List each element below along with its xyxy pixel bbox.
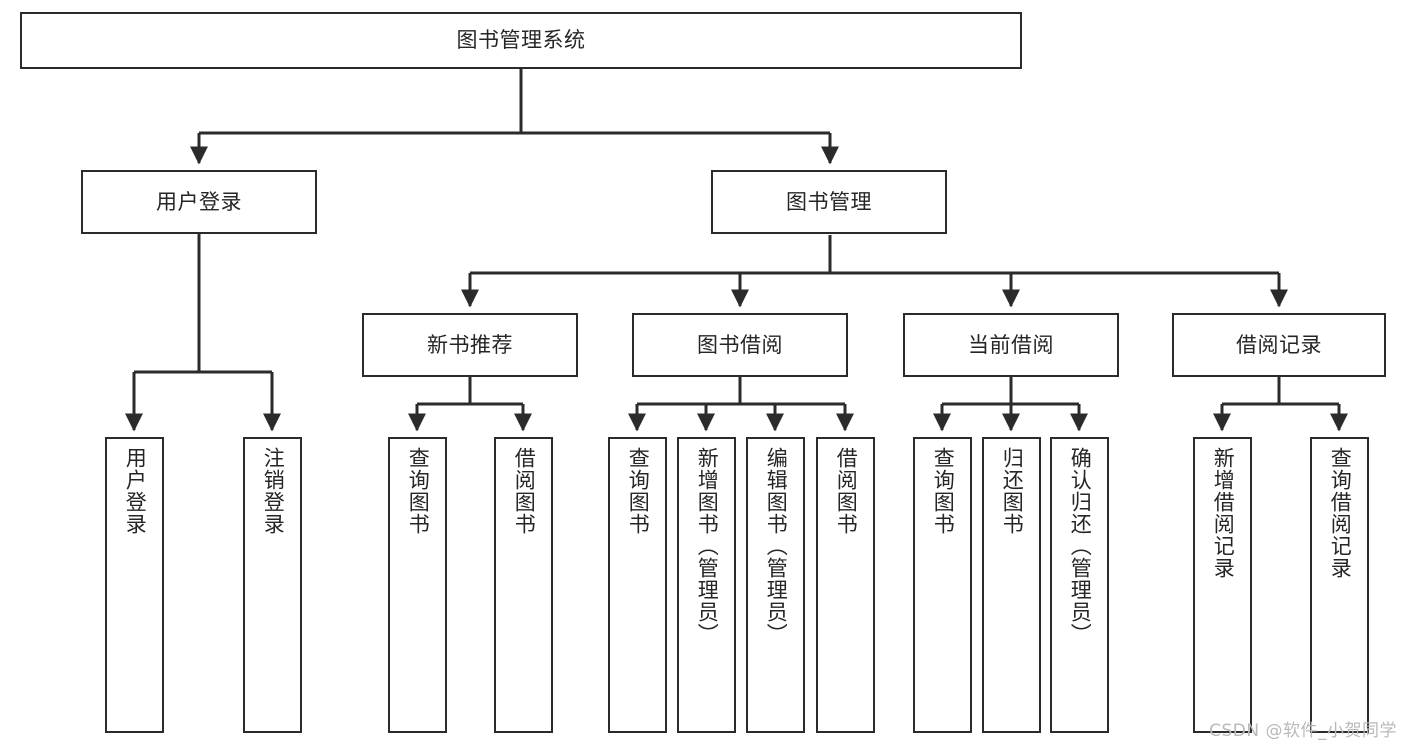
node-leaf-confirm-return-admin-label: 确认归还（管理员） — [1068, 447, 1093, 645]
node-leaf-edit-book-admin[interactable]: 编辑图书（管理员） — [746, 437, 805, 733]
node-book-management-label: 图书管理 — [786, 189, 872, 214]
node-root-label: 图书管理系统 — [456, 28, 586, 53]
watermark: CSDN @软件_小贺同学 — [1209, 721, 1397, 741]
node-leaf-add-borrow-record-label: 新增借阅记录 — [1211, 447, 1236, 579]
node-book-borrow[interactable]: 图书借阅 — [632, 313, 848, 377]
node-borrow-records[interactable]: 借阅记录 — [1172, 313, 1386, 377]
node-leaf-query-book-2[interactable]: 查询图书 — [608, 437, 667, 733]
node-new-book-recommend-label: 新书推荐 — [427, 332, 513, 357]
node-leaf-query-book-1[interactable]: 查询图书 — [388, 437, 447, 733]
node-current-borrow[interactable]: 当前借阅 — [903, 313, 1119, 377]
node-book-management[interactable]: 图书管理 — [711, 170, 947, 234]
node-leaf-add-book-admin[interactable]: 新增图书（管理员） — [677, 437, 736, 733]
node-leaf-query-book-3-label: 查询图书 — [931, 447, 956, 535]
node-leaf-edit-book-admin-label: 编辑图书（管理员） — [764, 447, 789, 645]
node-leaf-logout[interactable]: 注销登录 — [243, 437, 302, 733]
node-leaf-query-book-2-label: 查询图书 — [626, 447, 651, 535]
node-leaf-query-borrow-record[interactable]: 查询借阅记录 — [1310, 437, 1369, 733]
node-leaf-logout-label: 注销登录 — [261, 447, 286, 535]
node-leaf-user-login-label: 用户登录 — [123, 447, 148, 535]
node-leaf-query-book-1-label: 查询图书 — [406, 447, 431, 535]
node-leaf-borrow-book-1-label: 借阅图书 — [512, 447, 537, 535]
node-leaf-add-book-admin-label: 新增图书（管理员） — [695, 447, 720, 645]
node-leaf-borrow-book-2-label: 借阅图书 — [834, 447, 859, 535]
node-leaf-add-borrow-record[interactable]: 新增借阅记录 — [1193, 437, 1252, 733]
node-user-login-label: 用户登录 — [156, 189, 242, 214]
node-leaf-confirm-return-admin[interactable]: 确认归还（管理员） — [1050, 437, 1109, 733]
node-current-borrow-label: 当前借阅 — [968, 332, 1054, 357]
node-leaf-user-login[interactable]: 用户登录 — [105, 437, 164, 733]
node-new-book-recommend[interactable]: 新书推荐 — [362, 313, 578, 377]
node-root[interactable]: 图书管理系统 — [20, 12, 1022, 69]
node-leaf-query-borrow-record-label: 查询借阅记录 — [1328, 447, 1353, 579]
node-book-borrow-label: 图书借阅 — [697, 332, 783, 357]
node-leaf-return-book-label: 归还图书 — [1000, 447, 1025, 535]
node-user-login[interactable]: 用户登录 — [81, 170, 317, 234]
node-leaf-borrow-book-1[interactable]: 借阅图书 — [494, 437, 553, 733]
node-leaf-query-book-3[interactable]: 查询图书 — [913, 437, 972, 733]
node-borrow-records-label: 借阅记录 — [1236, 332, 1322, 357]
node-leaf-borrow-book-2[interactable]: 借阅图书 — [816, 437, 875, 733]
node-leaf-return-book[interactable]: 归还图书 — [982, 437, 1041, 733]
